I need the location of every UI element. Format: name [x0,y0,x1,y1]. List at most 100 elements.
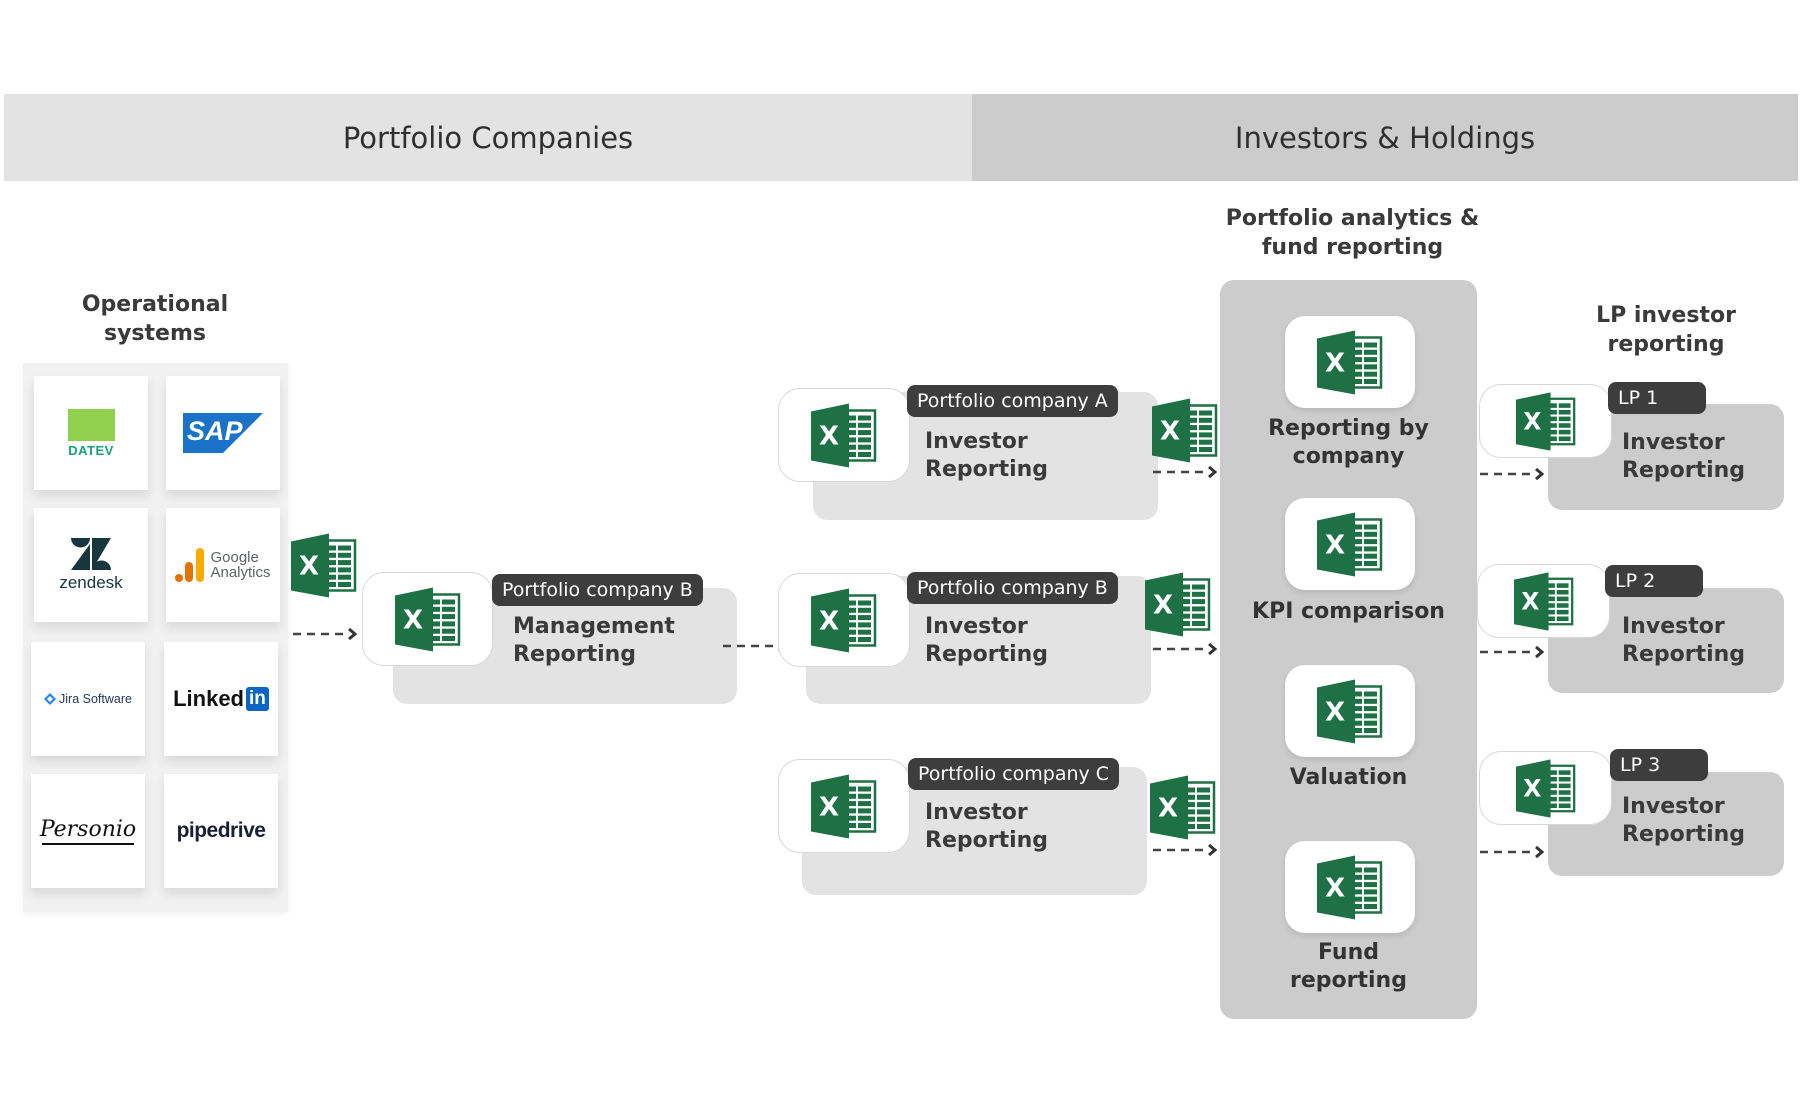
sap-logo-icon: SAP [183,413,263,453]
ga-label-line1: Google [210,549,259,566]
analytics-tile-reporting-by-company[interactable]: X [1285,316,1415,408]
company-b-excel-box: X [778,573,910,667]
excel-icon: X [1152,398,1218,463]
analytics-tile-kpi-comparison[interactable]: X [1285,498,1415,590]
dashed-arrow-icon [293,628,357,640]
label-line: KPI comparison [1252,599,1445,624]
label-line: Investor [925,614,1028,639]
company-b-label: Investor Reporting [925,613,1048,669]
excel-icon: X [394,587,461,652]
heading-line: fund reporting [1261,235,1444,260]
label-line: Investor [1622,794,1725,819]
lp3-tag: LP 3 [1610,749,1708,781]
svg-text:X: X [1521,587,1539,615]
analytics-label-reporting-by-company: Reporting by company [1220,415,1477,471]
heading-line: LP investor [1596,303,1736,328]
heading-line: systems [104,321,206,346]
label-line: Investor [925,800,1028,825]
company-c-label: Investor Reporting [925,799,1048,855]
svg-text:X: X [1325,530,1345,560]
label-line: Investor [925,429,1028,454]
management-company-tag: Portfolio company B [492,574,703,606]
company-b-tag: Portfolio company B [907,572,1118,604]
label-line: Investor [1622,614,1725,639]
zendesk-logo-icon: zendesk [59,537,123,593]
lp1-tag: LP 1 [1608,382,1706,414]
excel-icon: X [811,774,877,839]
lp1-excel-box: X [1479,384,1612,458]
header-left-title: Portfolio Companies [342,120,634,155]
company-a-tag: Portfolio company A [907,385,1118,417]
dashed-arrow-icon [1153,643,1217,655]
excel-icon: X [811,403,877,468]
company-c-tag: Portfolio company C [908,758,1120,790]
excel-icon: X [291,533,357,598]
linkedin-logo-icon: Linked in [173,686,269,712]
label-line: Fund [1317,940,1379,965]
lp3-label: Investor Reporting [1622,793,1745,849]
operational-systems-heading: Operational systems [40,290,270,348]
lp-heading: LP investor reporting [1556,301,1776,359]
label-line: Reporting [925,642,1049,667]
lp2-excel-box: X [1477,564,1610,638]
label-line: company [1292,444,1405,469]
svg-text:X: X [1325,873,1345,903]
svg-text:X: X [1153,591,1173,621]
heading-line: reporting [1607,332,1725,357]
svg-text:X: X [299,552,319,582]
label-line: Management [513,614,675,639]
heading-line: Operational [81,292,229,317]
lp3-excel-box: X [1479,751,1612,825]
header-right-title: Investors & Holdings [1234,120,1536,155]
svg-text:X: X [1325,697,1345,727]
svg-text:X: X [819,606,839,636]
svg-text:X: X [1160,417,1180,447]
logo-tile-google-analytics: Google Analytics [166,508,280,622]
label-line: Reporting [513,642,637,667]
analytics-panel: X Reporting by company X KPI comparison … [1220,280,1477,1019]
excel-icon: X [1150,775,1216,840]
analytics-label-kpi-comparison: KPI comparison [1220,598,1477,626]
company-a-label: Investor Reporting [925,428,1048,484]
pipedrive-logo-icon: pipedrive [176,819,266,842]
label-line: Reporting [925,457,1049,482]
logo-tile-personio: Personio [31,774,145,888]
excel-icon: X [1317,679,1383,744]
label-line: Reporting [1622,642,1746,667]
management-excel-box: X [362,572,493,666]
label-line: Reporting [925,828,1049,853]
ga-label-line2: Analytics [210,564,271,581]
company-c-excel-box: X [778,759,910,853]
svg-text:X: X [819,421,839,451]
analytics-label-valuation: Valuation [1220,764,1477,792]
dashed-arrow-icon [1153,844,1217,856]
analytics-heading: Portfolio analytics & fund reporting [1200,204,1505,262]
analytics-label-fund-reporting: Fund reporting [1220,939,1477,995]
jira-label: Jira Software [59,692,132,706]
lp2-tag: LP 2 [1605,565,1703,597]
company-a-excel-box: X [778,388,910,482]
excel-icon: X [1317,330,1383,395]
header-portfolio-companies: Portfolio Companies [4,94,972,181]
analytics-tile-valuation[interactable]: X [1285,665,1415,757]
excel-icon: X [1145,572,1211,637]
svg-text:X: X [819,792,839,822]
svg-text:X: X [1523,774,1541,802]
svg-text:X: X [1325,348,1345,378]
excel-icon: X [1317,855,1383,920]
logo-tile-datev: DATEV [34,376,148,490]
excel-icon: X [1317,512,1383,577]
analytics-tile-fund-reporting[interactable]: X [1285,841,1415,933]
logo-tile-pipedrive: pipedrive [164,774,278,888]
excel-icon: X [1515,391,1576,451]
linkedin-in-badge: in [246,687,269,711]
excel-icon: X [811,588,877,653]
logo-tile-jira: Jira Software [31,642,145,756]
heading-line: Portfolio analytics & [1225,206,1480,231]
zendesk-label: zendesk [59,572,123,592]
datev-label: DATEV [68,442,114,458]
personio-label: Personio [39,817,137,842]
logo-tile-linkedin: Linked in [164,642,278,756]
operational-systems-box: DATEV SAP zendesk Google [23,363,288,912]
logo-tile-zendesk: zendesk [34,508,148,622]
